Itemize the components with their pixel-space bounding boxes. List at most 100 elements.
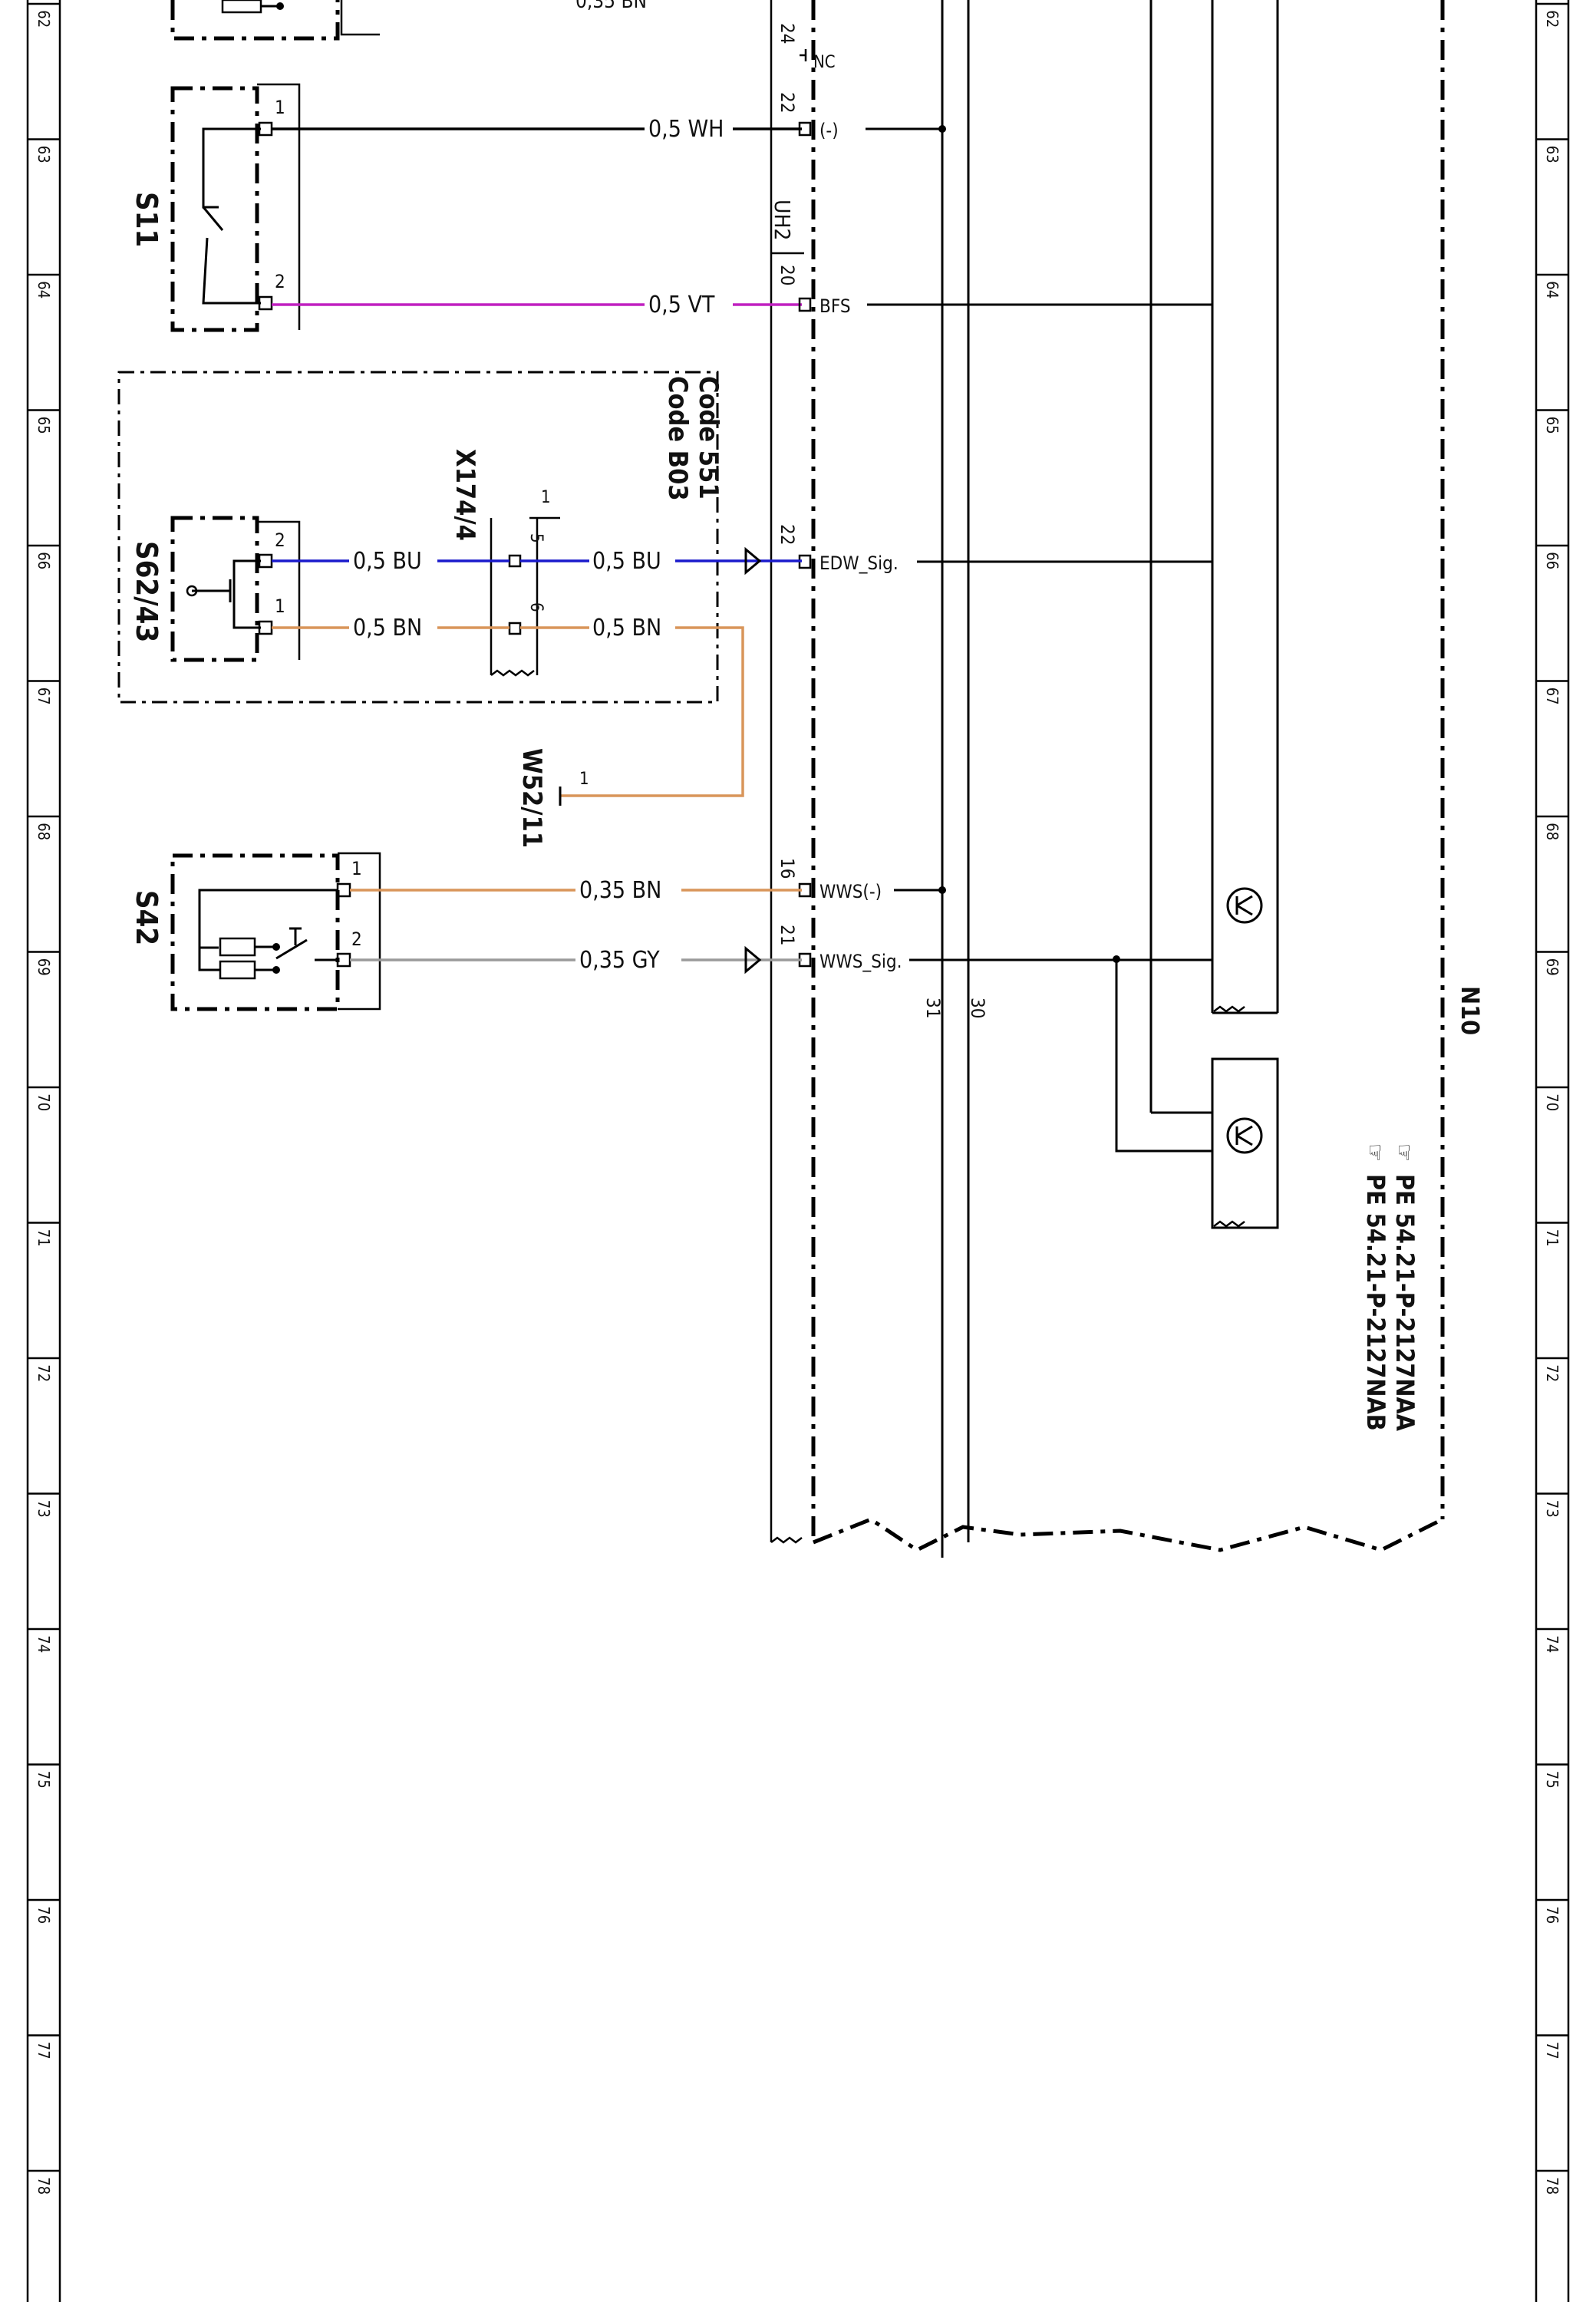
internal-connections [866,125,1212,961]
wire-wh-label: 0,5 WH [648,116,724,143]
row-number-left-62: 62 [35,10,53,28]
code-option-box: Code 551 Code B03 [117,371,724,704]
uh2-pin-16-signal: WWS(-) [819,881,882,902]
wire-bu-right-label: 0,5 BU [592,548,661,575]
bus-31-label: 31 [922,998,944,1018]
uh2-pin-22b: 22 EDW_Sig. [777,524,899,574]
uh2-pin-20: 20 BFS [777,265,851,317]
wire-vt: 0,5 VT [272,292,802,318]
internal-buses: 31 30 [922,0,1279,1558]
row-number-left-67: 67 [35,688,53,705]
s62-43-pin-2: 2 [275,529,285,551]
row-number-left-63: 63 [35,146,53,163]
w52-11-label: W52/11 [516,748,547,848]
w52-11-ground: 1 W52/11 [516,748,589,848]
row-number-right-78: 78 [1543,2177,1561,2195]
wire-035-gy: 0,35 GY [350,945,802,975]
svg-text:16: 16 [777,858,798,879]
s42-label: S42 [130,890,163,945]
wire-bn-right-label: 0,5 BN [592,615,661,641]
top-partial-wire-label: 0,35 BN [575,0,647,13]
row-number-right-63: 63 [1543,146,1561,163]
row-number-left-66: 66 [35,552,53,569]
pe-reference-text-2: PE 54.21-P-2127NAB [1361,1174,1390,1431]
x174-4-connector: 1 5 6 X174/4 [450,449,560,677]
s42-pin-1: 1 [351,858,362,879]
row-number-left-69: 69 [35,958,53,976]
uh2-pin-22a-signal: (-) [819,120,839,141]
s42-pin-2: 2 [351,928,362,950]
wire-vt-label: 0,5 VT [648,292,715,318]
s11-pin-2: 2 [275,271,285,292]
row-number-left-77: 77 [35,2042,53,2060]
s11-switch: 1 2 S11 [130,83,301,332]
row-number-left-68: 68 [35,823,53,840]
wire-bu-left-label: 0,5 BU [353,548,422,575]
row-number-left-73: 73 [35,1500,53,1518]
row-number-right-77: 77 [1543,2042,1561,2060]
row-number-right-68: 68 [1543,823,1561,840]
top-partial-component: 0,35 BN [170,0,647,41]
uh2-connector: UH2 [770,0,804,1544]
uh2-pin-22b-signal: EDW_Sig. [819,552,899,574]
s42-switch: 1 2 S42 [130,852,381,1011]
row-number-left-75: 75 [35,1771,53,1789]
svg-text:☞: ☞ [1361,1143,1388,1162]
uh2-pin-20-signal: BFS [819,295,851,317]
row-number-right-67: 67 [1543,688,1561,705]
x174-4-pin-6: 6 [526,602,546,612]
x174-4-pin-5: 5 [526,533,546,543]
row-number-right-73: 73 [1543,1500,1561,1518]
svg-text:22: 22 [777,92,798,113]
row-number-right-72: 72 [1543,1364,1561,1382]
s62-43-pin-1: 1 [275,595,285,617]
wire-bn-left-label: 0,5 BN [353,615,422,641]
row-number-left-71: 71 [35,1229,53,1247]
row-number-left-70: 70 [35,1093,53,1111]
uh2-pin-21: 21 WWS_Sig. [777,925,902,972]
pe-reference-text-1: PE 54.21-P-2127NAA [1390,1174,1420,1432]
row-number-right-70: 70 [1543,1093,1561,1111]
svg-text:24: 24 [777,23,798,44]
uh2-label: UH2 [770,200,795,240]
uh2-pin-16: 16 WWS(-) [777,858,882,902]
s11-label: S11 [130,192,163,247]
bus-30-label: 30 [967,998,988,1018]
transistor-lower [1113,955,1279,1229]
row-number-right-69: 69 [1543,958,1561,976]
row-number-right-66: 66 [1543,552,1561,569]
wire-035-bn: 0,35 BN [350,877,802,904]
row-number-right-64: 64 [1543,281,1561,298]
uh2-pin-22a: 22 (-) [777,92,839,141]
s11-pin-1: 1 [275,97,285,118]
code-line-1: Code 551 [693,376,724,500]
n10-label: N10 [1456,986,1485,1035]
x174-4-pin-header: 1 [541,488,551,507]
uh2-pin-24: 24 NC [777,23,836,72]
wire-035-gy-label: 0,35 GY [579,947,660,974]
pe-reference-2: ☞ PE 54.21-P-2127NAB [1361,1143,1390,1431]
wire-bn: 0,5 BN 0,5 BN [272,615,744,797]
svg-text:21: 21 [777,925,798,945]
row-number-left-78: 78 [35,2177,53,2195]
n10-outline: N10 ☞ PE 54.21-P-2127NAA ☞ PE 54.21-P-21… [811,0,1485,1552]
x174-4-label: X174/4 [450,449,480,541]
row-number-right-74: 74 [1543,1635,1561,1653]
svg-text:20: 20 [777,265,798,285]
row-number-left-64: 64 [35,281,53,298]
uh2-pin-group: 24 NC 22 (-) 20 BFS 22 EDW_Sig. 16 WWS(-… [777,23,902,972]
row-number-left-74: 74 [35,1635,53,1653]
code-line-2: Code B03 [662,376,693,501]
uh2-pin-21-signal: WWS_Sig. [819,951,902,972]
svg-text:22: 22 [777,524,798,545]
s62-43-switch: 2 1 S62/43 [130,516,301,662]
pe-reference-1: ☞ PE 54.21-P-2127NAA [1390,1143,1420,1432]
row-number-left-65: 65 [35,417,53,434]
row-number-right-76: 76 [1543,1906,1561,1924]
w52-11-pin: 1 [579,770,589,789]
s62-43-label: S62/43 [130,541,163,642]
wire-bu: 0,5 BU 0,5 BU [272,546,802,576]
svg-text:☞: ☞ [1390,1143,1417,1162]
